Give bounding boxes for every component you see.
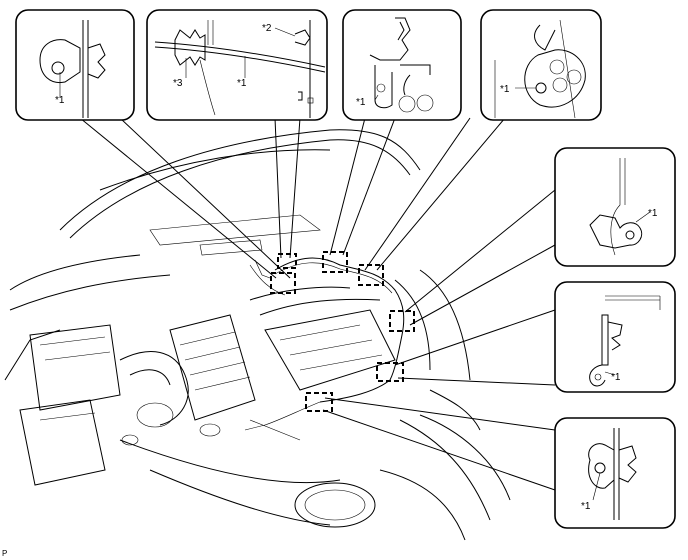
callout-label-e: *1: [648, 208, 658, 219]
callout-label-d: *1: [500, 84, 510, 95]
marker-a: [270, 272, 296, 294]
callout-label-f: *1: [611, 372, 621, 383]
detail-panel-d: *1: [480, 9, 602, 121]
marker-g: [305, 392, 333, 412]
detail-panel-e: *1: [554, 147, 676, 267]
marker-d: [358, 264, 384, 286]
detail-panel-f: *1: [554, 281, 676, 393]
callout-label-a: *1: [55, 95, 65, 106]
marker-c: [322, 251, 348, 273]
marker-b: [277, 253, 297, 269]
corner-mark: P: [2, 549, 7, 558]
marker-f: [376, 362, 404, 382]
detail-panel-b: *1 *2 *3: [146, 9, 328, 121]
clip-hole-icon: [51, 61, 65, 75]
leader-lines: [79, 117, 556, 491]
engine-bay-illustration: [4, 129, 511, 541]
callout-label-g: *1: [581, 501, 591, 512]
callout-label-b-grommet: *3: [173, 78, 183, 89]
marker-e: [389, 310, 415, 332]
detail-panel-c: *1: [342, 9, 462, 121]
callout-label-b-bracket: *2: [262, 23, 272, 34]
callout-label-c: *1: [356, 97, 366, 108]
callout-label-b-wire: *1: [237, 78, 247, 89]
location-markers: [270, 251, 415, 412]
detail-panel-g: *1: [554, 417, 676, 529]
detail-panel-a: *1: [15, 9, 135, 121]
